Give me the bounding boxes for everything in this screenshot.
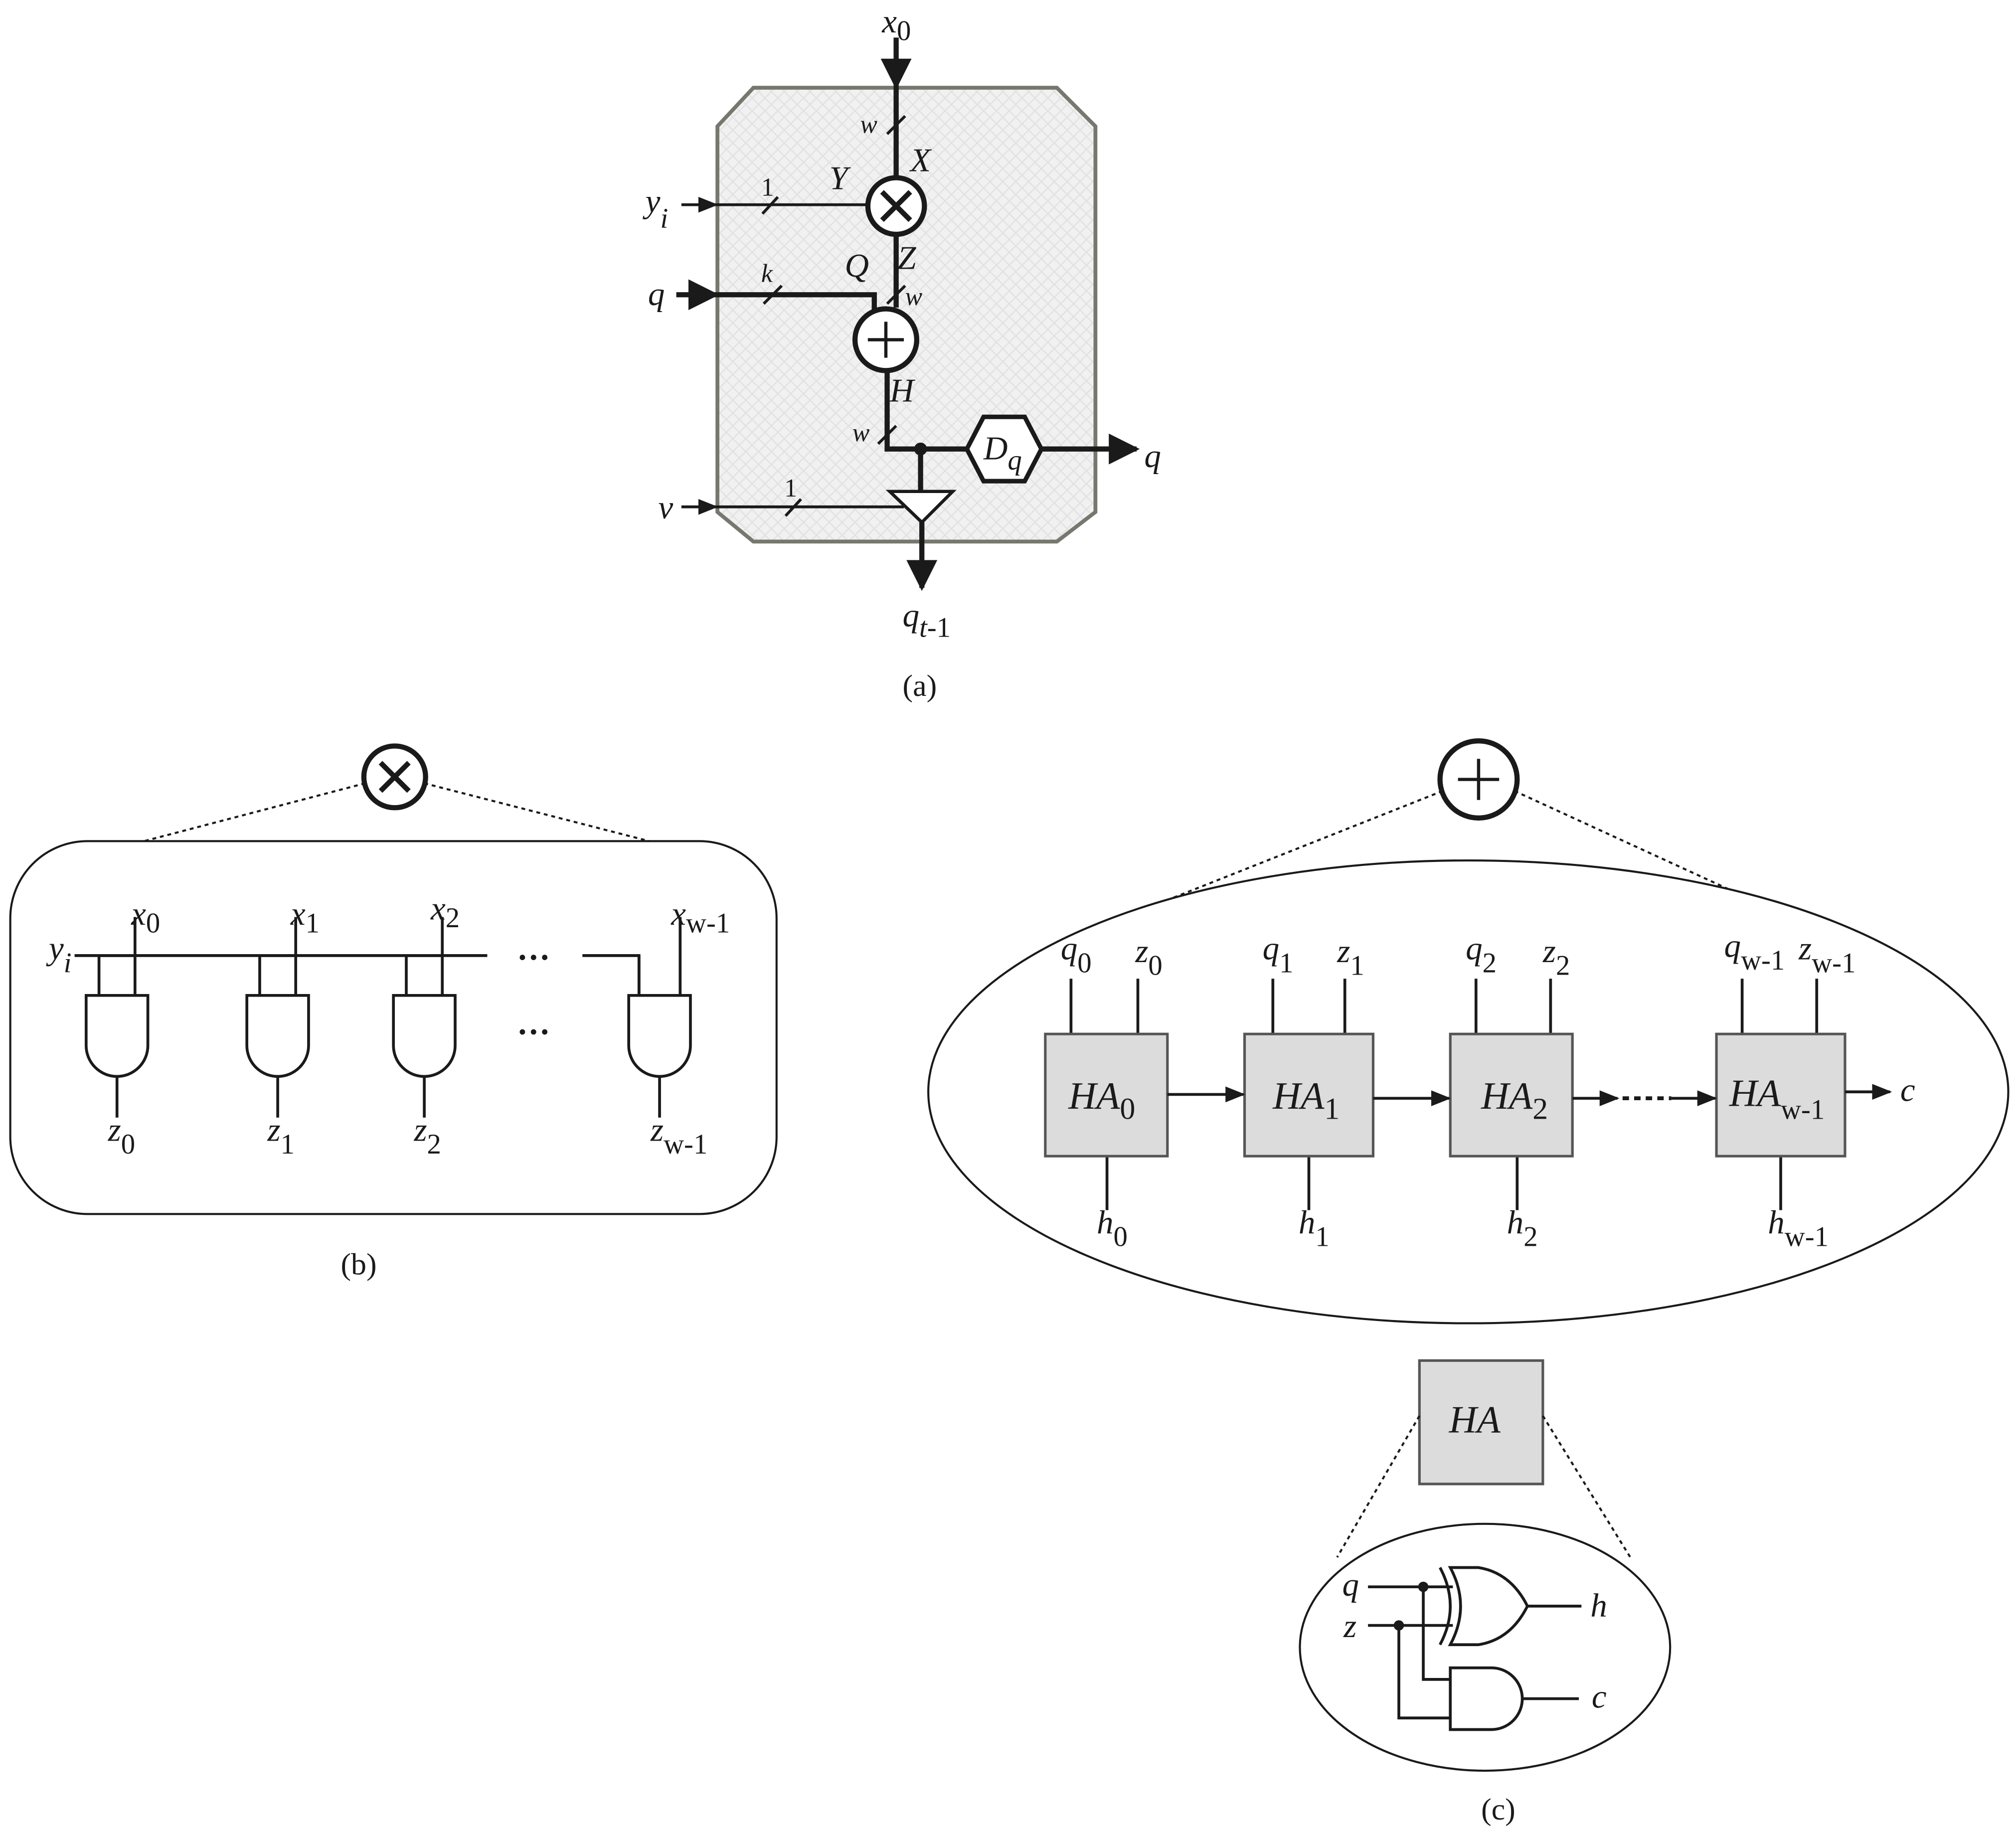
- label-z: z: [1343, 1607, 1356, 1645]
- width-label-1: 1: [784, 474, 797, 502]
- label-zw-1: zw-1: [650, 1111, 707, 1160]
- label-x1: x1: [290, 895, 320, 939]
- label-h: h: [1590, 1587, 1607, 1624]
- svg-text:HA1: HA1: [1272, 1074, 1340, 1126]
- bus-width-tick: [761, 196, 779, 215]
- half-adder-cell-0: HA0 q0 z0 h0: [1044, 930, 1169, 1253]
- q-to-and-wire: [1422, 1587, 1451, 1681]
- caption-b: (b): [340, 1247, 376, 1281]
- q-bus: [716, 292, 877, 311]
- label-q: q: [1343, 1566, 1359, 1603]
- label-H: H: [889, 371, 916, 409]
- multiply-operator-icon: [361, 743, 428, 811]
- tristate-buffer: [885, 490, 957, 525]
- svg-text:q1: q1: [1263, 930, 1294, 979]
- label-q-t-1: qt-1: [903, 597, 951, 644]
- label-xw-1: xw-1: [671, 895, 730, 939]
- xor-gate: [1439, 1566, 1529, 1647]
- label-x0: x0: [881, 2, 911, 46]
- half-adder-block: [1418, 1359, 1544, 1486]
- label-yi: yi: [46, 930, 72, 979]
- label-Z: Z: [897, 239, 916, 277]
- label-v: v: [658, 489, 673, 526]
- svg-text:h2: h2: [1507, 1203, 1538, 1253]
- junction-dot: [914, 442, 927, 456]
- h-bus: [884, 370, 967, 452]
- label-z2: z2: [413, 1111, 441, 1160]
- bus-width-tick: [886, 115, 906, 135]
- svg-text:hw-1: hw-1: [1768, 1203, 1829, 1253]
- svg-text:z1: z1: [1337, 932, 1364, 982]
- and-gate: [245, 917, 310, 1118]
- add-operator-icon: [1437, 738, 1520, 821]
- caption-c: (c): [1481, 1793, 1515, 1827]
- svg-text:q0: q0: [1061, 930, 1092, 979]
- bus-width-tick: [762, 285, 783, 305]
- half-adder-detail-container: [1299, 1522, 1672, 1772]
- label-z1: z1: [267, 1111, 294, 1160]
- label-dq: Dq: [983, 429, 1022, 476]
- label-Y: Y: [830, 160, 851, 197]
- bus-width-tick: [886, 285, 906, 305]
- width-label-w: w: [852, 419, 870, 447]
- zoom-connector: [1163, 790, 1443, 903]
- label-c: c: [1592, 1678, 1607, 1715]
- width-label-w: w: [905, 283, 923, 311]
- label-z0: z0: [108, 1111, 135, 1160]
- zoom-connector: [1514, 790, 1734, 892]
- label-q-output: q: [1144, 437, 1161, 475]
- zoom-connector: [144, 782, 365, 842]
- caption-a: (a): [903, 669, 937, 703]
- half-adder-cell-w-1: HAw-1 qw-1 zw-1 hw-1: [1715, 927, 1855, 1253]
- svg-text:z0: z0: [1135, 932, 1162, 982]
- and-gate: [1449, 1666, 1524, 1731]
- z-to-and-wire: [1397, 1625, 1451, 1720]
- add-operator-icon: [852, 306, 920, 373]
- and-gate: [84, 917, 150, 1118]
- width-label-w: w: [860, 110, 877, 139]
- svg-text:HA0: HA0: [1068, 1074, 1135, 1126]
- ellipsis: ···: [517, 939, 550, 976]
- bus-width-tick: [877, 425, 897, 445]
- label-x2: x2: [430, 890, 460, 934]
- panel-b: yi ··· ··· x0 x1 x2 xw-1 z0: [9, 743, 778, 1281]
- panel-c: HA0 q0 z0 h0 HA1 q1 z1 h1 HA2 q2 z2 h2 H…: [927, 738, 2010, 1827]
- svg-text:HAw-1: HAw-1: [1729, 1072, 1825, 1126]
- label-carry: c: [1900, 1071, 1915, 1108]
- label-q-input: q: [648, 275, 665, 313]
- svg-text:qw-1: qw-1: [1724, 927, 1785, 976]
- svg-text:z2: z2: [1542, 932, 1570, 982]
- panel-a: x0 w X yi 1 Y Z w q k Q: [643, 2, 1161, 703]
- width-label-1: 1: [761, 173, 774, 202]
- width-label-k: k: [761, 259, 773, 288]
- label-yi: yi: [643, 182, 669, 234]
- svg-text:HA2: HA2: [1481, 1074, 1548, 1126]
- label-ha: HA: [1449, 1398, 1501, 1441]
- ellipsis: ···: [517, 1013, 550, 1050]
- svg-text:h1: h1: [1299, 1203, 1330, 1253]
- half-adder-cell-1: HA1 q1 z1 h1: [1243, 930, 1375, 1253]
- svg-text:zw-1: zw-1: [1798, 930, 1855, 979]
- svg-text:q2: q2: [1466, 930, 1497, 979]
- and-gate: [627, 917, 692, 1118]
- multiply-operator-icon: [865, 175, 927, 237]
- label-Q: Q: [844, 247, 868, 284]
- label-X: X: [909, 142, 932, 179]
- bus-width-tick: [784, 498, 802, 517]
- label-x0: x0: [131, 895, 160, 939]
- zoom-connector: [424, 782, 650, 842]
- and-gate: [392, 917, 457, 1118]
- svg-text:h0: h0: [1097, 1203, 1128, 1253]
